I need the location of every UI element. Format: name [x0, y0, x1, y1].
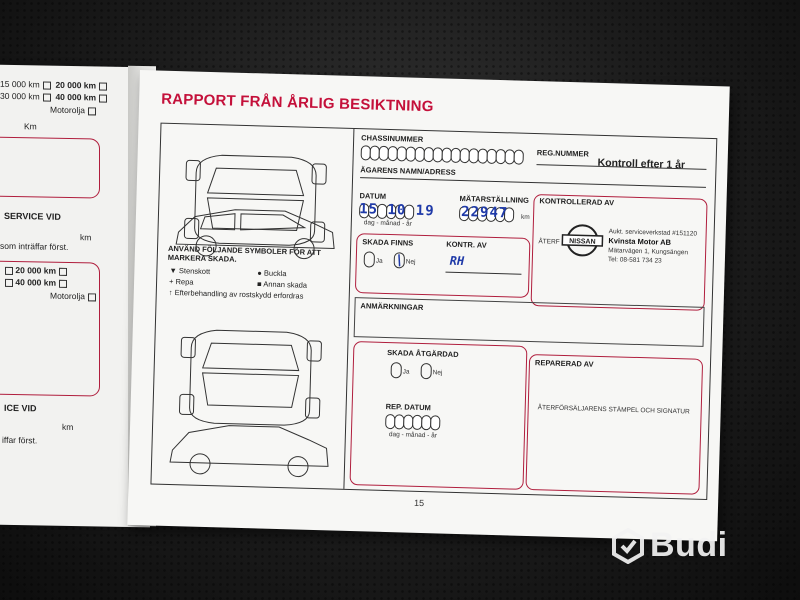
stamp-company: Kvinsta Motor AB [608, 236, 672, 247]
annan-skada-icon: ■ [256, 279, 262, 289]
rostskydd-icon: ↑ [168, 287, 173, 297]
budi-watermark: Budi [612, 526, 728, 565]
rep-datum-label: REP. DATUM [385, 401, 431, 413]
checkbox[interactable] [99, 94, 108, 103]
km-unit: km [62, 421, 74, 433]
service-box [0, 136, 100, 199]
km-option: 30 000 km [0, 90, 40, 102]
checkbox[interactable] [59, 279, 68, 288]
km-option: 20 000 km [55, 79, 97, 91]
repa-icon: + [168, 276, 174, 287]
nissan-logo-icon: NISSAN [561, 224, 604, 257]
budi-wordmark: Budi [650, 526, 728, 564]
ja-oval[interactable] [390, 362, 402, 379]
right-page: RAPPORT FRÅN ÅRLIG BESIKTNING Kontroll e… [127, 70, 730, 542]
motorolja-label: Motorolja [50, 291, 96, 302]
datum-hint: dag - månad - år [363, 219, 412, 228]
matarstallning-value: 22947 [460, 204, 509, 222]
buckla-icon: ● [257, 268, 263, 278]
skada-finns-label: SKADA FINNS [362, 237, 414, 248]
checkbox[interactable] [99, 82, 108, 91]
nissan-stamp: NISSAN [560, 221, 605, 265]
checkbox[interactable] [87, 293, 96, 302]
agare-field[interactable] [360, 177, 706, 188]
regnummer-field[interactable] [536, 164, 707, 170]
ja-oval[interactable] [363, 251, 376, 268]
reparerad-av-label: REPARERAD AV [534, 358, 594, 369]
rep-datum-hint: dag - månad - år [388, 431, 438, 440]
kontr-av-value: RH [449, 253, 465, 269]
rep-datum-field[interactable] [385, 413, 441, 431]
checkbox[interactable] [42, 93, 51, 102]
regnummer-label: REG.NUMMER [536, 148, 590, 159]
nej-label: Nej [405, 258, 416, 266]
km-option: 40 000 km [55, 91, 97, 103]
legend-item: ▼ Stenskott [169, 265, 211, 277]
km-row-4: 40 000 km [2, 277, 68, 288]
km-unit: km [80, 232, 92, 243]
budi-logo-icon [612, 527, 644, 564]
km-row-2: 30 000 km 40 000 km [0, 90, 108, 103]
inspection-form: ANVÄND FÖLJANDE SYMBOLER FÖR ATT MARKERA… [150, 122, 718, 501]
checkbox[interactable] [59, 267, 68, 276]
nej-label: Nej [432, 369, 443, 377]
checkbox[interactable] [5, 278, 13, 287]
km-row-3: 20 000 km [2, 265, 68, 276]
interval-note: iffar först. [2, 434, 38, 446]
agare-label: ÄGARENS NAMN/ADRESS [360, 165, 456, 177]
anmarkningar-label: ANMÄRKNINGAR [360, 301, 424, 313]
chassinummer-field[interactable] [360, 145, 524, 165]
legend-item: ■ Annan skada [256, 279, 308, 290]
datum-value: 15 10 19 [358, 201, 435, 220]
legend-item: ● Buckla [257, 268, 287, 279]
service-vid-label: SERVICE VID [4, 210, 61, 222]
checkbox[interactable] [5, 266, 13, 275]
km-row-1: 15 000 km 20 000 km [0, 78, 108, 91]
aterfors-label: ÅTERF [538, 238, 560, 246]
checkbox[interactable] [87, 107, 96, 116]
nej-oval[interactable] [420, 362, 432, 380]
chassinummer-label: CHASSINUMMER [361, 133, 424, 144]
check-mark-icon [398, 254, 401, 267]
reparerad-av-box[interactable] [525, 353, 704, 495]
car-outline-icon [169, 154, 335, 478]
checkbox[interactable] [42, 81, 51, 90]
stenskott-icon: ▼ [169, 265, 177, 276]
motorolja-label: Motorolja [50, 105, 96, 116]
interval-note: som inträffar först. [0, 240, 69, 252]
page-number: 15 [413, 497, 425, 509]
km-unit: Km [24, 121, 37, 132]
km-option: 15 000 km [0, 78, 40, 90]
svg-text:NISSAN: NISSAN [569, 238, 596, 246]
car-diagram [158, 132, 348, 482]
legend-item: + Repa [168, 276, 194, 287]
ja-label: Ja [375, 257, 383, 265]
km-unit: km [520, 213, 530, 221]
datum-label: DATUM [359, 191, 387, 201]
service-vid-label: ICE VID [4, 402, 37, 414]
stamp-line: Tel: 08-581 734 23 [607, 256, 662, 265]
kontr-av-label: KONTR. AV [446, 239, 487, 250]
nej-oval[interactable] [393, 252, 406, 269]
page-title: RAPPORT FRÅN ÅRLIG BESIKTNING [160, 90, 434, 116]
ja-label: Ja [402, 368, 410, 376]
